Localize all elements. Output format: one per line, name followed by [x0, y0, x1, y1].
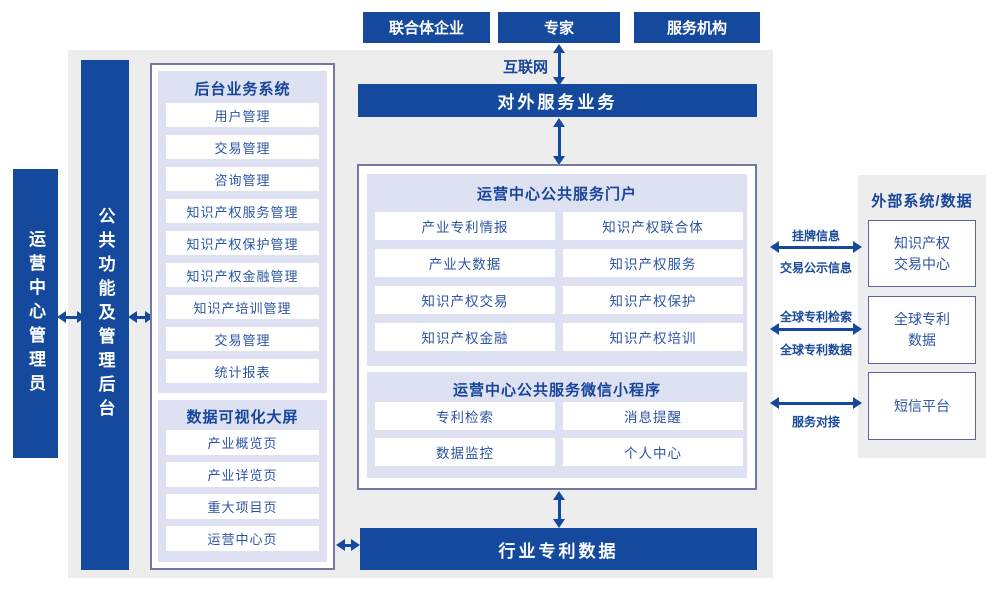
portal-item-ip-service: 知识产权服务 — [563, 249, 743, 277]
link-label-trade-publicity: 交易公示信息 — [779, 261, 852, 275]
backend-system-title: 后台业务系统 — [194, 80, 291, 98]
external-box-ip-trade-center: 知识产权交易中心 — [868, 220, 976, 287]
admin-role-box: 运营中心管理员 — [13, 169, 58, 458]
arrow-portal-to-patent-data — [553, 491, 565, 528]
arrow-to-sms-platform — [770, 397, 862, 409]
dataviz-item-industry-detail: 产业详览页 — [166, 462, 319, 487]
portal-item-ip-protection: 知识产权保护 — [563, 286, 743, 314]
arrow-service-to-portal — [553, 118, 565, 165]
data-visualization-title: 数据可视化大屏 — [186, 408, 299, 426]
mini-item-data-monitor: 数据监控 — [375, 438, 555, 466]
external-systems-title: 外部系统/数据 — [871, 192, 973, 210]
backend-item-ip-training-mgmt: 知识产培训管理 — [166, 295, 319, 319]
arrow-backend-to-system — [128, 311, 154, 323]
backend-item-statistics: 统计报表 — [166, 359, 319, 383]
mini-item-message-remind: 消息提醒 — [563, 402, 743, 430]
portal-item-industry-patent-intel: 产业专利情报 — [375, 212, 555, 240]
link-label-global-patent-search: 全球专利检索 — [779, 310, 852, 324]
node-consortium-enterprise: 联合体企业 — [363, 12, 490, 43]
backend-item-ip-finance-mgmt: 知识产权金融管理 — [166, 263, 319, 287]
portal-item-ip-consortium: 知识产权联合体 — [563, 212, 743, 240]
backend-item-trade-mgmt-2: 交易管理 — [166, 327, 319, 351]
external-box-global-patent-data: 全球专利数据 — [868, 296, 976, 364]
backend-functions-bar: 公共功能及管理后台 — [81, 60, 129, 570]
backend-item-ip-service-mgmt: 知识产权服务管理 — [166, 199, 319, 223]
mini-item-personal-center: 个人中心 — [563, 438, 743, 466]
portal-item-industry-bigdata: 产业大数据 — [375, 249, 555, 277]
backend-item-ip-protection-mgmt: 知识产权保护管理 — [166, 231, 319, 255]
internet-label: 互联网 — [502, 59, 548, 76]
arrow-admin-to-backend — [57, 311, 86, 323]
dataviz-item-major-project: 重大项目页 — [166, 494, 319, 519]
arrow-internet-vertical — [553, 44, 565, 86]
backend-item-trade-mgmt: 交易管理 — [166, 135, 319, 159]
arrow-to-ip-trade-center — [770, 241, 862, 253]
dataviz-item-operation-center: 运营中心页 — [166, 526, 319, 551]
arrow-to-global-patent-data — [770, 323, 862, 335]
industry-patent-data-bar: 行业专利数据 — [360, 528, 757, 570]
arrow-dataviz-to-patent-data — [336, 539, 360, 551]
mini-item-patent-search: 专利检索 — [375, 402, 555, 430]
backend-item-user-mgmt: 用户管理 — [166, 103, 319, 127]
mini-program-title: 运营中心公共服务微信小程序 — [452, 381, 661, 399]
node-service-agency: 服务机构 — [634, 12, 760, 43]
node-expert: 专家 — [498, 12, 620, 43]
backend-item-consult-mgmt: 咨询管理 — [166, 167, 319, 191]
portal-title: 运营中心公共服务门户 — [476, 185, 637, 203]
external-box-sms-platform: 短信平台 — [868, 372, 976, 440]
link-label-service-connect: 服务对接 — [791, 415, 840, 429]
portal-item-ip-training: 知识产权培训 — [563, 323, 743, 351]
link-label-listing-info: 挂牌信息 — [791, 229, 840, 243]
dataviz-item-industry-overview: 产业概览页 — [166, 430, 319, 455]
portal-item-ip-trade: 知识产权交易 — [375, 286, 555, 314]
portal-item-ip-finance: 知识产权金融 — [375, 323, 555, 351]
link-label-global-patent-data: 全球专利数据 — [779, 343, 852, 357]
external-service-bar: 对外服务业务 — [358, 84, 757, 117]
